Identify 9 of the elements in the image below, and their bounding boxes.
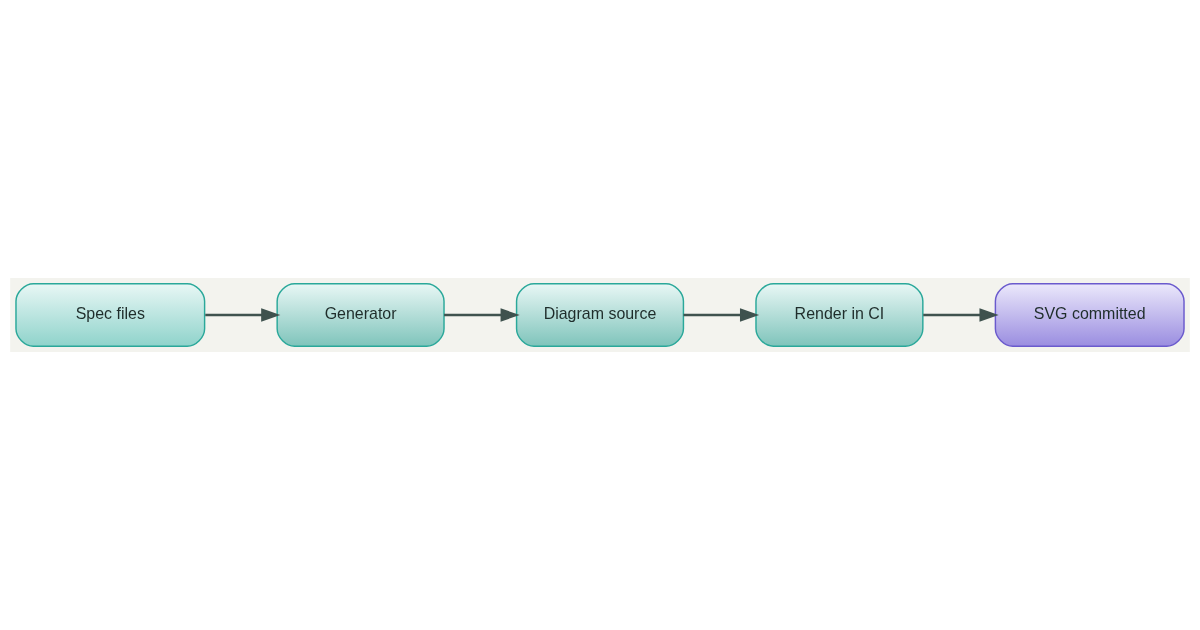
node-box: SVG committed: [994, 283, 1185, 347]
arrow: [444, 308, 520, 322]
arrow: [205, 308, 281, 322]
node-box: Generator: [276, 283, 445, 347]
node-box: Diagram source: [515, 283, 685, 347]
arrow: [683, 308, 760, 322]
node-box: Spec files: [15, 283, 206, 347]
arrow: [923, 308, 999, 322]
node-box: Render in CI: [755, 283, 924, 347]
